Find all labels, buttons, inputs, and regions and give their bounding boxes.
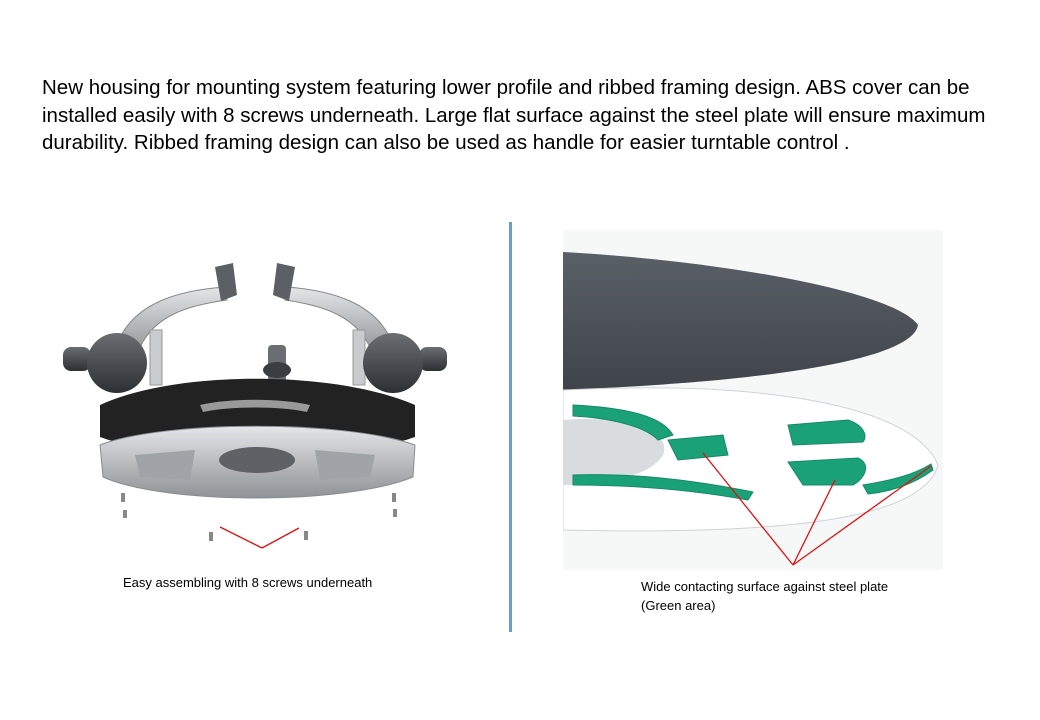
contact-pad-3 [787,457,867,486]
steel-plate [563,252,918,390]
left-knob [63,347,91,371]
right-clamp-tip [273,263,295,301]
screws [121,493,397,541]
housing-center-opening [219,447,295,473]
left-caption: Easy assembling with 8 screws underneath [123,575,373,590]
contact-surface-render [563,230,943,570]
right-caption-line1: Wide contacting surface against steel pl… [641,579,889,594]
right-caption-line2: (Green area) [641,598,716,613]
green-contact-areas [572,404,934,501]
right-upright [352,329,366,386]
right-hinge [363,333,423,393]
left-hinge [87,333,147,393]
left-upright [149,329,163,386]
contact-surface-figure [563,230,943,570]
contact-pad-2 [787,419,866,446]
vertical-divider [509,222,512,632]
contact-pad-1 [667,434,729,461]
contact-arrows [702,452,932,566]
screw-arrows [219,526,300,549]
right-knob [419,347,447,371]
slide-description: New housing for mounting system featurin… [42,76,986,154]
left-clamp-tip [215,263,237,301]
mounting-assembly-figure [55,255,455,550]
mounting-assembly-render [63,263,447,549]
